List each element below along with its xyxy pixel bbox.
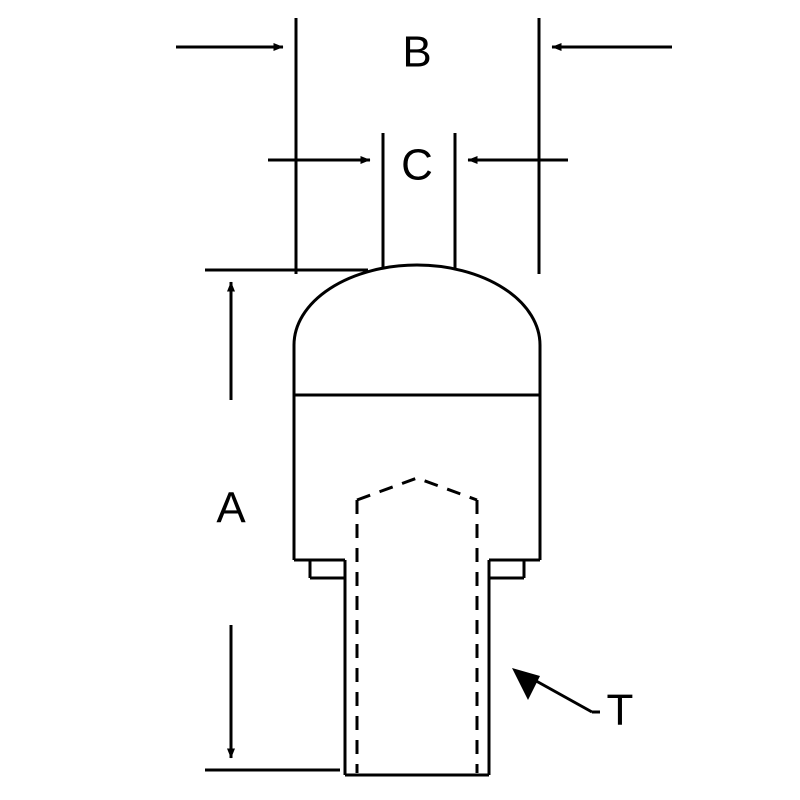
- t-leader-arrowhead: [512, 668, 540, 700]
- dimension-label-b: B: [402, 28, 431, 77]
- dimension-label-t: T: [607, 686, 634, 735]
- hidden-bore-cone-top: [356, 476, 478, 502]
- ball-dome-outline: [292, 263, 542, 395]
- dimension-label-c: C: [401, 141, 433, 190]
- dimension-label-a: A: [216, 484, 246, 533]
